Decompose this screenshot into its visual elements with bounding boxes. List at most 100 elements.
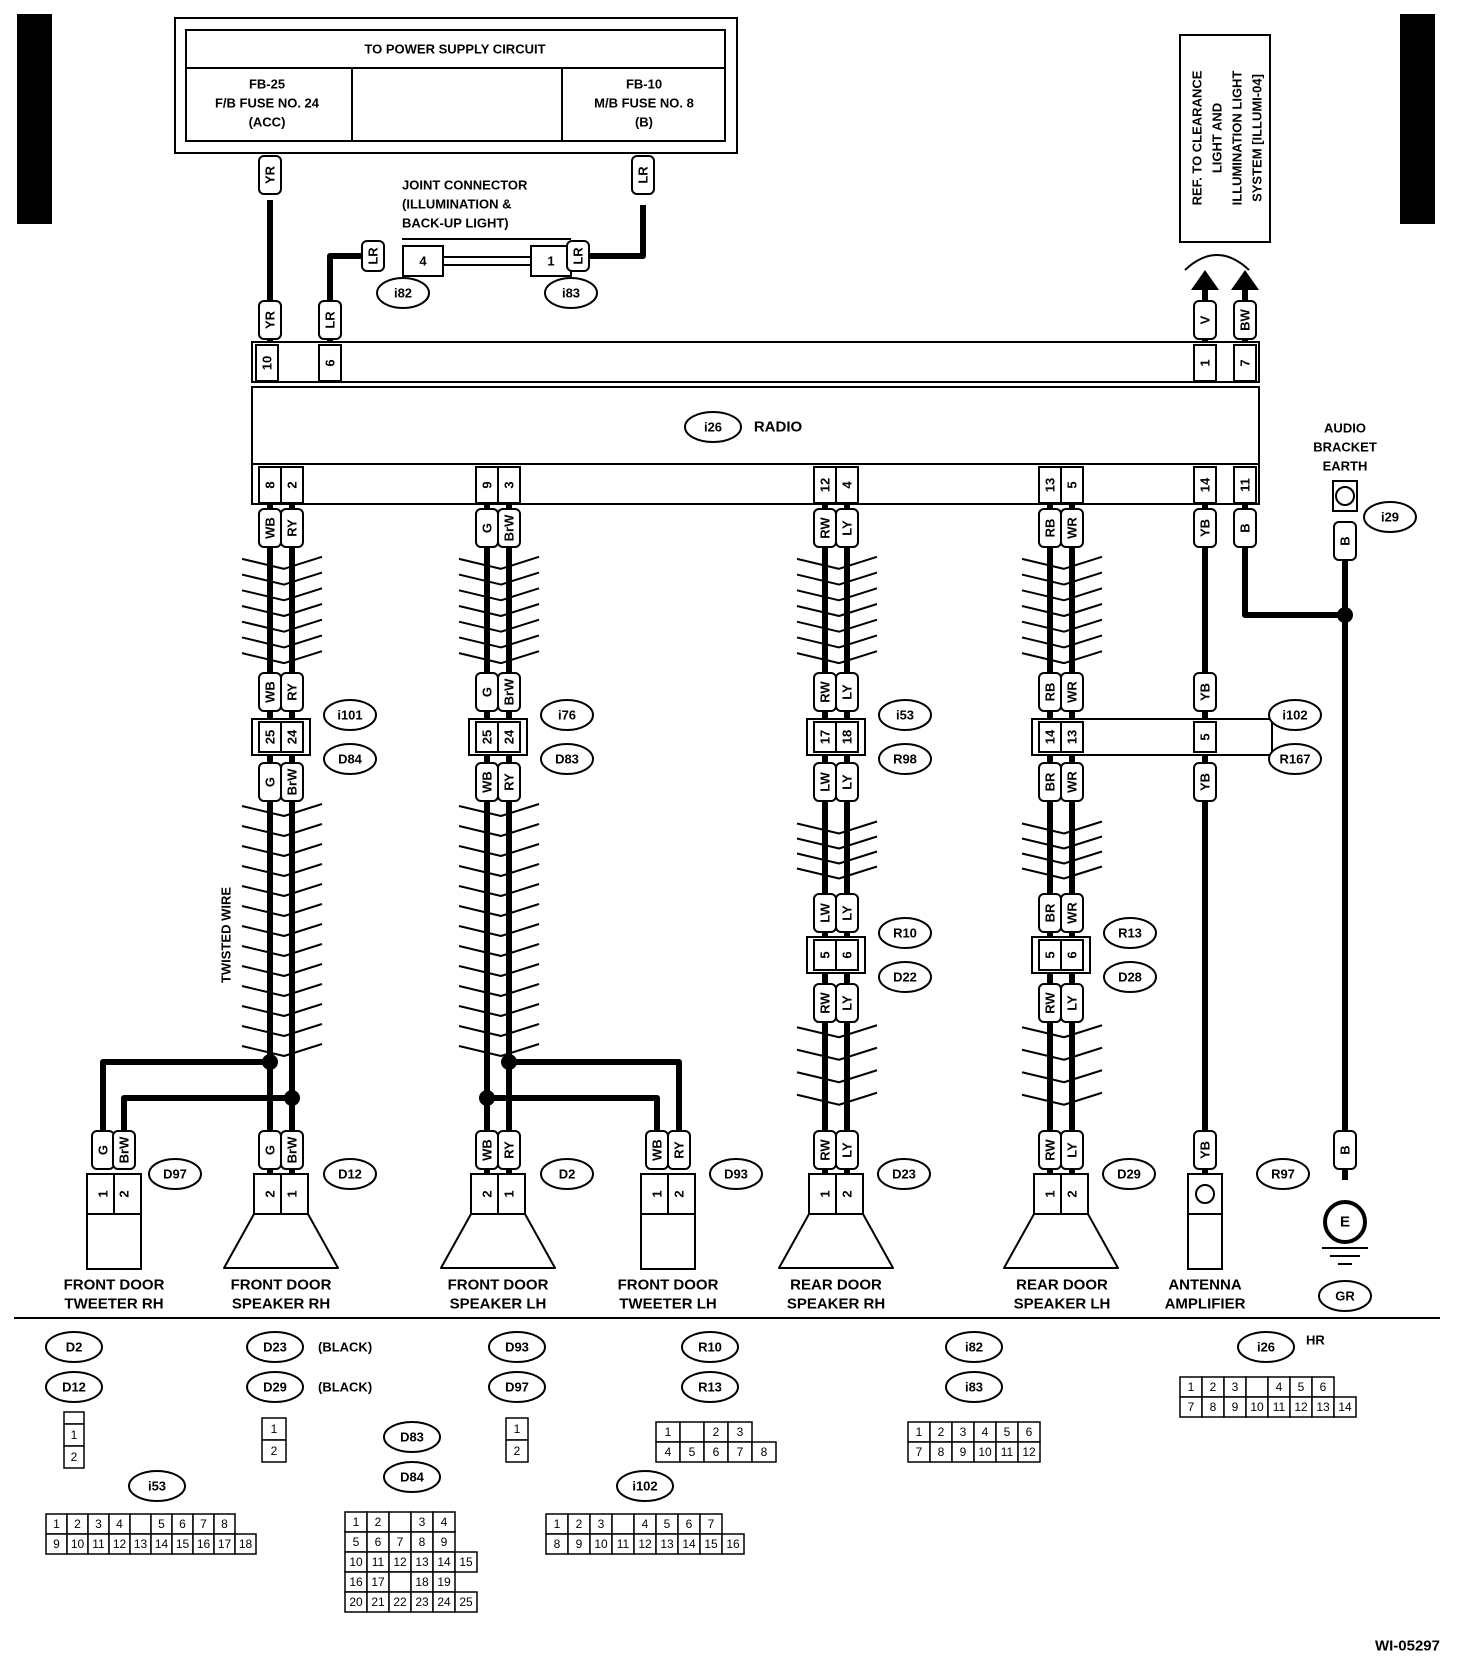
pin-cell — [1193, 721, 1217, 753]
wire — [589, 205, 646, 259]
wire-color-text: BrW — [117, 1136, 132, 1163]
connector-face-pin: 20 — [349, 1595, 363, 1609]
wire-color-text: WB — [480, 1139, 495, 1161]
legend-note: (BLACK) — [318, 1340, 372, 1355]
pin-number: 5 — [1198, 733, 1213, 740]
component-name: FRONT DOOR — [448, 1277, 549, 1294]
legend-code: R10 — [698, 1340, 722, 1355]
wire-color-label — [280, 508, 304, 548]
connector-face-cell — [721, 1533, 745, 1555]
wire-color-text: LY — [840, 1142, 855, 1158]
device-pin-number: 2 — [117, 1190, 132, 1197]
twist-mark — [796, 820, 878, 835]
connector-face-pin: 21 — [371, 1595, 385, 1609]
twist-mark — [1021, 1091, 1103, 1106]
connector-face-pin: 14 — [437, 1555, 451, 1569]
connector-code-oval — [1103, 961, 1157, 993]
pin-number: 4 — [840, 481, 855, 489]
wire — [121, 1095, 292, 1140]
earth-label: AUDIO — [1324, 421, 1366, 436]
connector-face-pin: 7 — [708, 1517, 715, 1531]
connector-code: GR — [1335, 1289, 1355, 1304]
pin-number: 17 — [818, 730, 833, 744]
wire-color-text: RW — [818, 992, 833, 1014]
legend-code-oval — [45, 1371, 103, 1403]
connector-code-oval — [1268, 699, 1322, 731]
connector-face-cell — [63, 1445, 85, 1469]
connector-code-oval — [1102, 1158, 1156, 1190]
connector-code-oval — [544, 277, 598, 309]
wire-color-label — [835, 672, 859, 712]
connector-face-pin: 2 — [938, 1425, 945, 1439]
connector-face-pin: 4 — [441, 1515, 448, 1529]
connector-face-pin: 4 — [1276, 1380, 1283, 1394]
connector-face-pin: 5 — [158, 1517, 165, 1531]
radio-bottom-connector — [251, 463, 1260, 505]
pin-cell — [835, 466, 859, 504]
figure-id: WI-05297 — [1375, 1638, 1440, 1655]
device-connector — [1187, 1173, 1223, 1215]
wire-color-text: RW — [818, 1139, 833, 1161]
wire-color-label — [497, 1130, 521, 1170]
legend-note: (BLACK) — [318, 1380, 372, 1395]
legend-note: HR — [1306, 1333, 1325, 1348]
ground-symbol-circle — [1323, 1200, 1367, 1244]
twist-mark — [796, 835, 878, 850]
pin-cell — [1233, 344, 1257, 382]
connector-face-pin: 16 — [197, 1537, 211, 1551]
wire-color-text: RW — [1043, 992, 1058, 1014]
pin-number: 11 — [1238, 478, 1253, 492]
twist-mark — [458, 650, 540, 665]
twist-mark — [796, 850, 878, 865]
twist-mark — [1021, 587, 1103, 602]
twist-mark — [458, 571, 540, 586]
component-name: FRONT DOOR — [231, 1277, 332, 1294]
twist-mark — [796, 1091, 878, 1106]
twist-mark — [241, 883, 323, 897]
fuse-label: FB-10 — [626, 77, 662, 92]
legend-code: D23 — [263, 1340, 287, 1355]
connector-face-pin: 7 — [737, 1445, 744, 1459]
connector-face-pin: 17 — [218, 1537, 232, 1551]
component-name: TWEETER LH — [619, 1296, 717, 1313]
connector-code: D22 — [893, 970, 917, 985]
twist-mark — [241, 555, 323, 570]
wire-color-label — [667, 1130, 691, 1170]
connector-face-blank — [129, 1513, 152, 1535]
pin-cell — [1060, 939, 1084, 971]
wire-color-text: LR — [366, 247, 381, 265]
wire-color-text: V — [1198, 315, 1213, 324]
earth-label: BRACKET — [1313, 440, 1377, 455]
connector-face-cell — [261, 1439, 287, 1463]
wire-color-label — [1333, 521, 1357, 561]
legend-code-oval — [383, 1461, 441, 1493]
connector-face-pin: 3 — [1232, 1380, 1239, 1394]
pin-number: 12 — [818, 478, 833, 492]
connector-face-pin: 9 — [960, 1445, 967, 1459]
connector-face-pin: 2 — [1210, 1380, 1217, 1394]
component-name: TWEETER RH — [64, 1296, 163, 1313]
twist-mark — [241, 923, 323, 937]
connector-face-blank — [388, 1511, 412, 1533]
connector-face-pin: 19 — [437, 1575, 451, 1589]
connector-face-pin: 1 — [1188, 1380, 1195, 1394]
connector-face-pin: 8 — [419, 1535, 426, 1549]
connector-face-pin: 12 — [638, 1537, 652, 1551]
connector-face-pin: 11 — [617, 1537, 630, 1551]
connector-face-pin: 9 — [576, 1537, 583, 1551]
pin-number: 5 — [818, 951, 833, 958]
pin-number: 25 — [263, 730, 278, 744]
connector-code-oval — [1318, 1280, 1372, 1312]
wire — [509, 1059, 682, 1140]
connector-face-pin: 2 — [514, 1444, 521, 1458]
connector-face-pin: 10 — [71, 1537, 85, 1551]
twist-mark — [1021, 618, 1103, 633]
wire-color-label — [1233, 508, 1257, 548]
connector-face-pin: 6 — [375, 1535, 382, 1549]
component-name: SPEAKER RH — [232, 1296, 330, 1313]
connector-code: i82 — [394, 286, 412, 301]
joint-connector-label: BACK-UP LIGHT) — [402, 216, 509, 231]
device-pin-number: 2 — [1065, 1190, 1080, 1197]
illumination-ref-text: ILLUMINATION LIGHT — [1230, 71, 1245, 206]
connector-face-pin: 2 — [74, 1517, 81, 1531]
